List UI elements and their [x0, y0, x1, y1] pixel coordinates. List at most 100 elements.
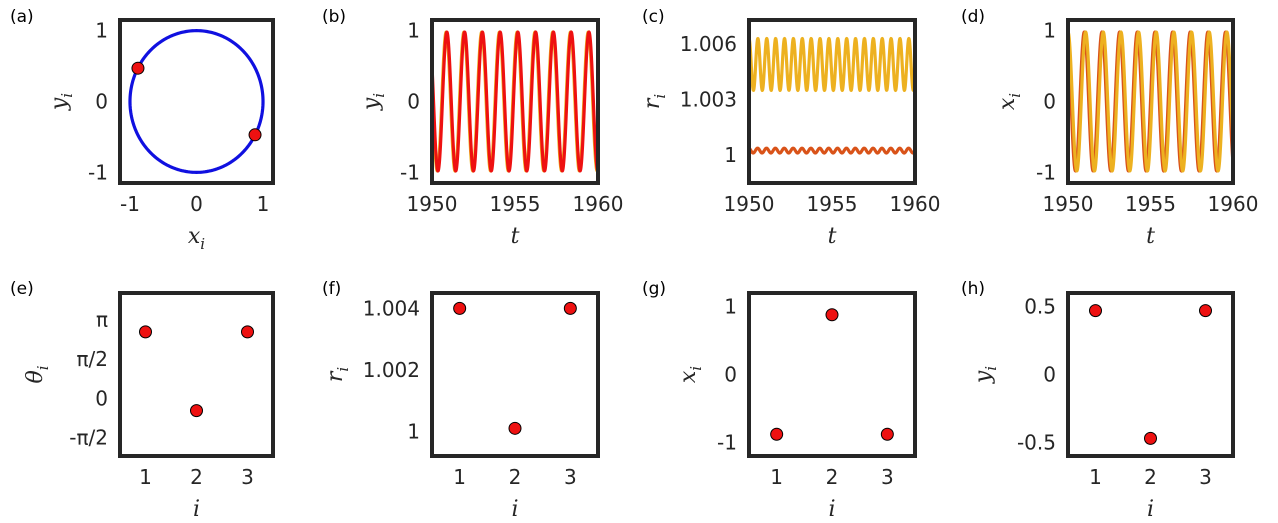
x-tick-label-a-1: 0	[190, 192, 203, 216]
x-tick-label-d-2: 1960	[1208, 192, 1259, 216]
x-tick-label-c-1: 1955	[807, 192, 858, 216]
x-tick-label-f-0: 1	[453, 465, 466, 489]
x-tick-label-b-0: 1950	[407, 192, 458, 216]
y-axis-label-a: yi	[47, 93, 76, 111]
x-axis-label-e: i	[193, 497, 200, 522]
y-axis-label-b: yi	[359, 93, 388, 111]
x-axis-label-b: t	[511, 224, 520, 249]
y-tick-label-a-0: -1	[88, 160, 108, 184]
y-tick-label-b-2: 1	[407, 19, 420, 43]
panel-label-h: (h)	[961, 279, 985, 299]
axes-frame-b	[430, 18, 600, 185]
axes-frame-f	[430, 291, 600, 458]
x-tick-label-a-0: -1	[120, 192, 140, 216]
plot-area-a	[128, 29, 265, 174]
axes-frame-g	[747, 291, 917, 458]
y-tick-label-f-1: 1.002	[363, 358, 420, 382]
x-tick-label-c-0: 1950	[724, 192, 775, 216]
x-axis-label-f: i	[511, 497, 518, 522]
y-tick-label-g-1: 0	[724, 363, 737, 387]
x-tick-label-e-1: 2	[190, 465, 203, 489]
panel-label-c: (c)	[642, 7, 665, 27]
x-tick-label-e-2: 3	[241, 465, 254, 489]
data-point-e-0	[139, 325, 152, 339]
data-point-g-2	[880, 427, 894, 441]
data-point-h-0	[1089, 304, 1102, 318]
y-tick-label-h-0: -0.5	[1017, 430, 1056, 454]
x-tick-label-h-2: 3	[1199, 465, 1212, 489]
axes-frame-c	[747, 18, 917, 185]
y-axis-label-f: ri	[323, 367, 352, 383]
panel-label-a: (a)	[10, 7, 34, 27]
x-tick-label-g-1: 2	[826, 465, 839, 489]
plot-area-b	[432, 30, 598, 173]
axes-frame-a	[118, 18, 275, 185]
plot-area-c	[749, 36, 915, 155]
x-tick-label-b-1: 1955	[490, 192, 541, 216]
y-tick-label-a-2: 1	[95, 19, 108, 43]
x-axis-label-d: t	[1146, 224, 1155, 249]
y-axis-label-h: yi	[971, 366, 1000, 384]
data-point-f-1	[508, 421, 522, 435]
x-axis-label-c: t	[828, 224, 837, 249]
data-point-a-0	[131, 61, 145, 75]
data-point-f-0	[453, 301, 467, 315]
panel-label-e: (e)	[10, 279, 34, 299]
series-c-0	[749, 36, 915, 92]
panel-label-g: (g)	[642, 279, 666, 299]
y-tick-label-h-2: 0.5	[1024, 295, 1056, 319]
x-axis-label-g: i	[828, 497, 835, 522]
y-axis-label-d: xi	[995, 93, 1024, 110]
x-tick-label-e-0: 1	[139, 465, 152, 489]
data-point-h-1	[1144, 431, 1157, 445]
data-point-h-2	[1199, 304, 1212, 318]
data-point-e-1	[190, 404, 203, 418]
panel-label-b: (b)	[322, 7, 346, 27]
y-tick-label-c-0: 1	[724, 143, 737, 167]
axes-frame-h	[1066, 291, 1235, 458]
panel-label-d: (d)	[961, 7, 985, 27]
y-tick-label-d-1: 0	[1043, 90, 1056, 114]
x-tick-label-b-2: 1960	[573, 192, 624, 216]
x-tick-label-g-2: 3	[881, 465, 894, 489]
x-tick-label-h-1: 2	[1144, 465, 1157, 489]
x-tick-label-f-2: 3	[564, 465, 577, 489]
y-tick-label-c-1: 1.003	[680, 88, 737, 112]
x-tick-label-f-1: 2	[509, 465, 522, 489]
y-tick-label-b-1: 0	[407, 90, 420, 114]
y-tick-label-d-2: 1	[1043, 19, 1056, 43]
series-b-1	[432, 30, 598, 173]
y-tick-label-c-2: 1.006	[680, 32, 737, 56]
data-point-g-0	[770, 427, 784, 441]
data-point-f-2	[563, 301, 577, 315]
x-tick-label-d-0: 1950	[1043, 192, 1094, 216]
axes-frame-d	[1066, 18, 1235, 185]
x-tick-label-h-0: 1	[1089, 465, 1102, 489]
y-axis-label-e: θi	[23, 365, 52, 383]
series-a-0	[128, 29, 265, 174]
panel-label-f: (f)	[322, 279, 341, 299]
y-tick-label-h-1: 0	[1043, 363, 1056, 387]
y-tick-label-e-1: 0	[95, 386, 108, 410]
data-point-e-2	[241, 325, 254, 339]
series-d-1	[1068, 30, 1233, 173]
x-axis-label-a: xi	[188, 224, 205, 253]
y-tick-label-a-1: 0	[95, 90, 108, 114]
y-axis-label-g: xi	[676, 366, 705, 383]
y-tick-label-e-0: -π/2	[69, 426, 108, 450]
series-c-1	[749, 146, 915, 155]
y-tick-label-g-2: 1	[724, 295, 737, 319]
y-tick-label-f-0: 1	[407, 419, 420, 443]
x-tick-label-g-0: 1	[770, 465, 783, 489]
y-tick-label-d-0: -1	[1036, 160, 1056, 184]
y-axis-label-c: ri	[640, 94, 669, 110]
